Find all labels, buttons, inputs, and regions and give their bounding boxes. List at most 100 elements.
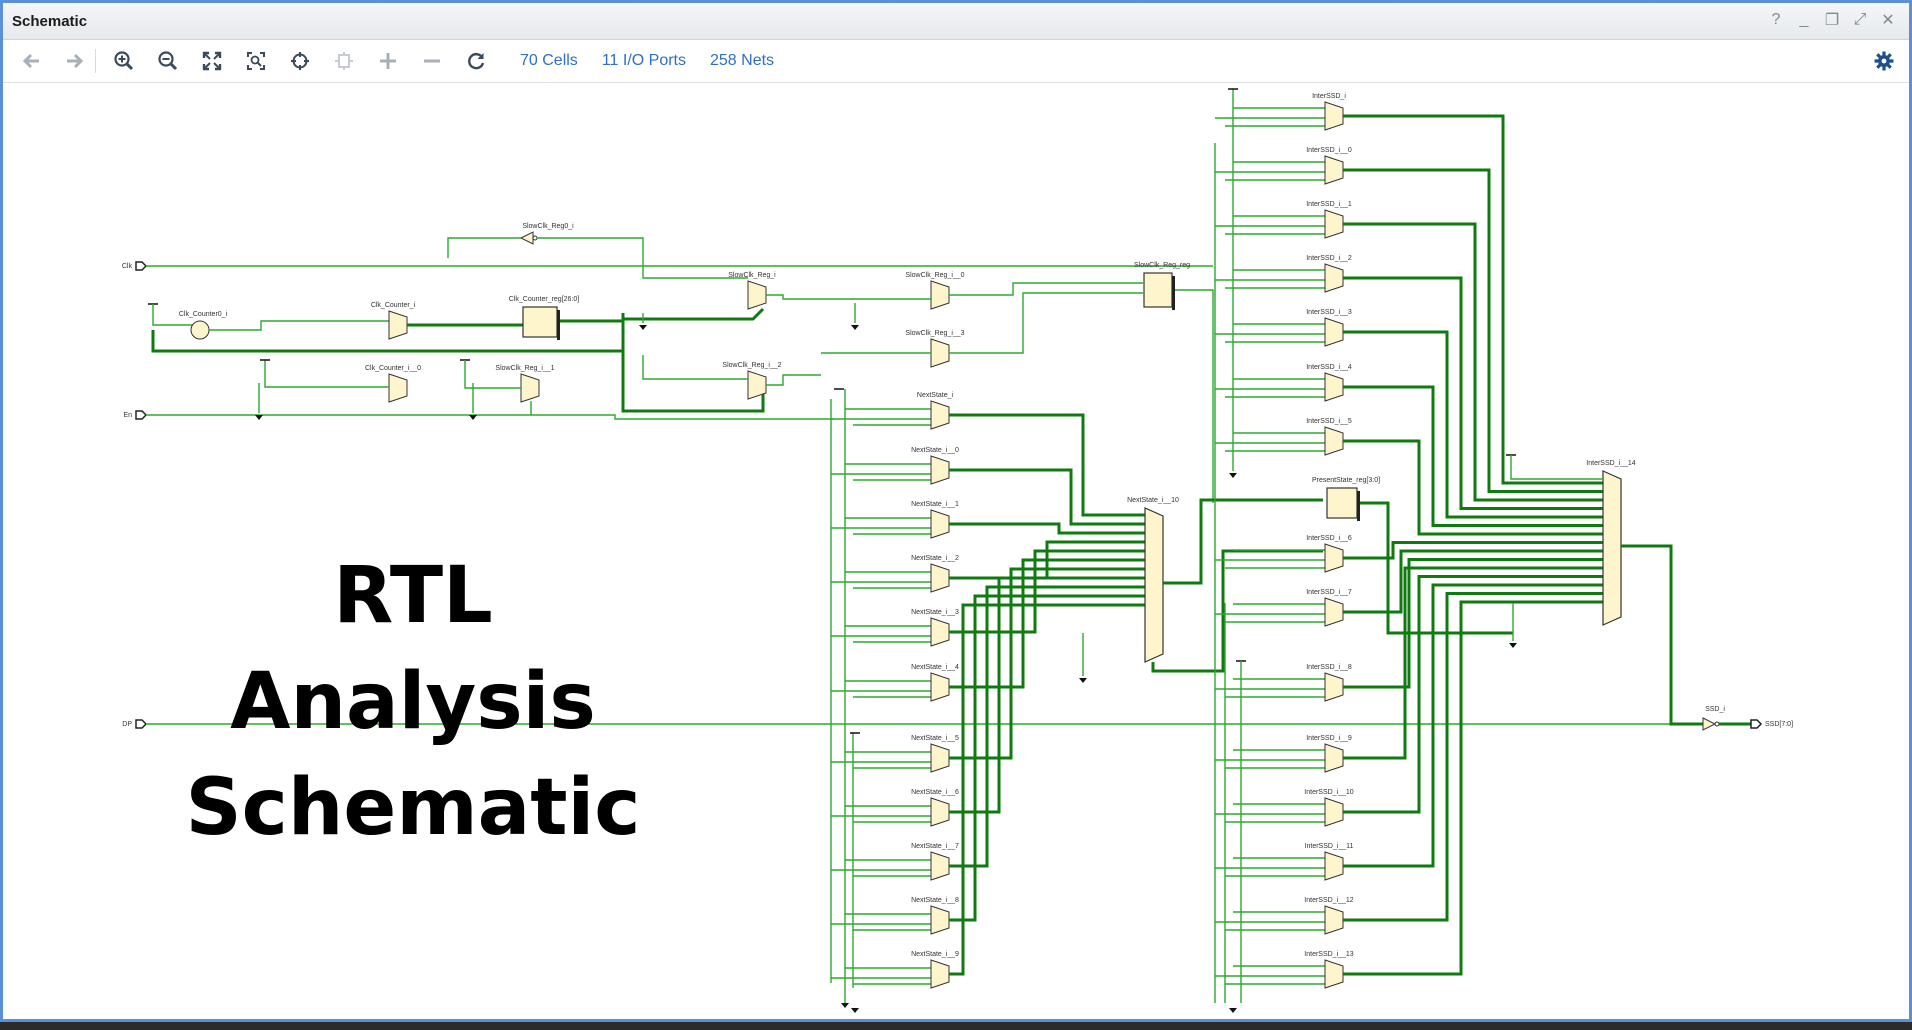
- cell-slowclk-reg-label: SlowClk_Reg_i: [728, 272, 776, 279]
- cell-slowclk-reg-3-label: SlowClk_Reg_i__3: [905, 330, 964, 337]
- interssd-top-3-label: InterSSD_i__2: [1306, 255, 1352, 262]
- zoom-out-icon: [158, 51, 178, 71]
- interssd-top-3-out: [1343, 276, 1603, 510]
- nextstate-mux-3-label: NextState_i__2: [911, 555, 959, 562]
- nextstate-mux-6: [930, 743, 950, 773]
- zoom-fit-icon: [202, 51, 222, 71]
- cell-slowclk-reg-1: [520, 373, 540, 403]
- cell-slowclk-reg0-label: SlowClk_Reg0_i: [522, 223, 574, 230]
- cell-slowclk-reg-reg: [1143, 272, 1173, 308]
- add-button[interactable]: [370, 43, 406, 79]
- interssd-bot-3-out: [1343, 592, 1603, 922]
- nets-link[interactable]: 258 Nets: [710, 52, 775, 69]
- title-bar: Schematic ? _ ❐ ⤢ ✕: [3, 3, 1909, 40]
- cell-presentstate-reg: [1326, 487, 1358, 519]
- ground-symbol: [851, 1008, 859, 1013]
- remove-button[interactable]: [414, 43, 450, 79]
- cell-slowclk-reg-3: [930, 338, 950, 368]
- cell-presentstate-reg-shadow: [1357, 491, 1360, 521]
- bus-nextstate-6: [949, 567, 1145, 760]
- nextstate-mux-9-label: NextState_i__8: [911, 897, 959, 904]
- cells-link[interactable]: 70 Cells: [520, 52, 578, 69]
- refresh-button[interactable]: [458, 43, 494, 79]
- interssd-bot-4-out: [1343, 600, 1603, 976]
- nextstate-mux-5-label: NextState_i__4: [911, 664, 959, 671]
- crosshair-icon: [291, 52, 309, 70]
- ground-symbol: [1079, 678, 1087, 683]
- net-wire: [621, 321, 765, 413]
- interssd-top-2: [1324, 209, 1344, 239]
- interssd-top-0: [1324, 101, 1344, 131]
- cell-ssd-label: SSD_i: [1705, 706, 1725, 713]
- bus-nextstate-2: [949, 522, 1145, 535]
- help-icon[interactable]: ?: [1771, 11, 1781, 28]
- overlay-title-line-2: Schematic: [185, 763, 641, 853]
- interssd-top-1: [1324, 155, 1344, 185]
- ports-link[interactable]: 11 I/O Ports: [601, 52, 686, 69]
- interssd-top-4-out: [1343, 330, 1603, 519]
- net-wire: [537, 237, 748, 279]
- port-dp-label: DP: [122, 721, 132, 728]
- net-wire: [949, 282, 1143, 296]
- bottom-strip: [0, 1022, 1912, 1030]
- bus-nextstate-4: [949, 549, 1145, 634]
- settings-button[interactable]: [1871, 48, 1897, 74]
- zoom-area-icon: [247, 52, 265, 70]
- cell-slowclk-reg-0-label: SlowClk_Reg_i__0: [905, 272, 964, 279]
- interssd-bot-4-label: InterSSD_i__13: [1304, 951, 1354, 958]
- zoom-fit-button[interactable]: [194, 43, 230, 79]
- net-wire: [209, 320, 389, 331]
- schematic-diagram[interactable]: ClkEnDPSlowClk_Reg0_iClk_Counter0_iClk_C…: [3, 83, 1909, 1019]
- net-wire: [949, 292, 1143, 354]
- net-en: [146, 414, 833, 420]
- cell-clk-counter-0: [388, 373, 408, 403]
- interssd-mid-2-label: InterSSD_i__8: [1306, 664, 1352, 671]
- interssd-bot-3: [1324, 905, 1344, 935]
- nextstate-mux-10-label: NextState_i__9: [911, 951, 959, 958]
- gear-icon: [1874, 51, 1894, 71]
- zoom-in-button[interactable]: [106, 43, 142, 79]
- interssd-mid-1-label: InterSSD_i__7: [1306, 589, 1352, 596]
- nextstate-mux-7: [930, 797, 950, 827]
- interssd-bot-3-label: InterSSD_i__12: [1304, 897, 1354, 904]
- close-icon[interactable]: ✕: [1881, 12, 1895, 29]
- nextstate-mux-10: [930, 959, 950, 989]
- interssd-top-4: [1324, 317, 1344, 347]
- nextstate-mux-5: [930, 672, 950, 702]
- float-icon[interactable]: ⤢: [1853, 11, 1867, 28]
- ground-symbol: [1509, 643, 1517, 648]
- net-wire: [152, 304, 193, 326]
- interssd-bot-0: [1324, 743, 1344, 773]
- collapse-button[interactable]: [326, 43, 362, 79]
- net-wire: [464, 360, 521, 389]
- ground-symbol: [841, 1003, 849, 1008]
- bus-nextstate-8: [949, 585, 1145, 868]
- back-button[interactable]: [13, 43, 49, 79]
- bus-presentstate-out: [1360, 501, 1513, 635]
- interssd-top-4-label: InterSSD_i__3: [1306, 309, 1352, 316]
- cell-ssd-buffer: [1702, 717, 1717, 731]
- zoom-out-button[interactable]: [150, 43, 186, 79]
- collapse-icon: [335, 52, 353, 70]
- restore-icon[interactable]: ❐: [1824, 12, 1840, 29]
- cell-clk-counter-reg: [522, 306, 558, 338]
- interssd-bot-1-out: [1343, 575, 1603, 814]
- crosshair-button[interactable]: [282, 43, 318, 79]
- bus-nextstate-0: [949, 413, 1145, 517]
- zoom-area-button[interactable]: [238, 43, 274, 79]
- cell-slowclk-reg-2-label: SlowClk_Reg_i__2: [722, 362, 781, 369]
- interssd-top-6-label: InterSSD_i__5: [1306, 418, 1352, 425]
- cell-clk-counter0-label: Clk_Counter0_i: [179, 311, 228, 318]
- nextstate-mux-6-label: NextState_i__5: [911, 735, 959, 742]
- remove-icon: [424, 59, 440, 63]
- cell-interssd-14-label: InterSSD_i__14: [1586, 460, 1636, 467]
- interssd-mid-0-label: InterSSD_i__6: [1306, 535, 1352, 542]
- cell-clk-counter-0-label: Clk_Counter_i__0: [365, 365, 421, 372]
- interssd-top-1-out: [1343, 168, 1603, 493]
- net-wire: [447, 237, 521, 258]
- port-en-label: En: [123, 412, 132, 419]
- forward-button[interactable]: [57, 43, 93, 79]
- minimize-icon[interactable]: _: [1799, 11, 1809, 28]
